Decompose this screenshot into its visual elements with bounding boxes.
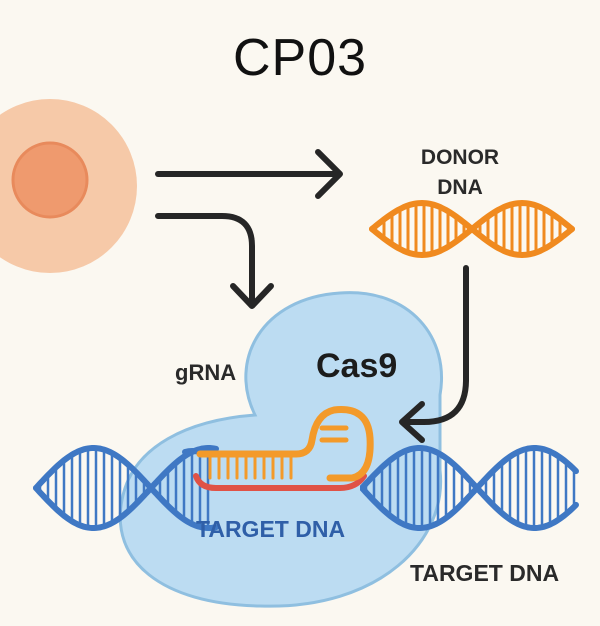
target-dna-left bbox=[33, 445, 219, 531]
donor-dna-label-line2: DNA bbox=[437, 176, 483, 199]
donor-dna-strand-b bbox=[369, 199, 575, 259]
target-dna-left-strand-b bbox=[33, 445, 219, 531]
cell-icon bbox=[0, 99, 137, 273]
donor-dna-label-line1: DONOR bbox=[420, 146, 500, 169]
target-dna-outer-label: TARGET DNA bbox=[410, 560, 560, 586]
arrow-right-icon bbox=[155, 149, 343, 199]
cell-nucleus bbox=[11, 141, 89, 219]
grna-base-ticks bbox=[208, 454, 293, 480]
cas9-label: Cas9 bbox=[316, 347, 398, 385]
page-title: CP03 bbox=[232, 29, 368, 87]
target-dna-inner-label: TARGET DNA bbox=[196, 516, 346, 542]
target-dna-right-strand-a bbox=[360, 445, 579, 531]
dna-helix-icon bbox=[369, 199, 575, 259]
arrow-to-donor-head bbox=[315, 149, 343, 199]
arrow-to-cas9-shaft bbox=[155, 213, 255, 305]
arrow-donor-head bbox=[399, 401, 425, 443]
arrow-down-icon bbox=[155, 213, 274, 309]
target-dna-right-base-pairs bbox=[364, 446, 576, 530]
grna-label: gRNA bbox=[175, 360, 237, 385]
cas9-protein-icon bbox=[118, 291, 443, 608]
arrow-donor-shaft bbox=[405, 265, 469, 425]
target-strand-highlight bbox=[193, 473, 367, 491]
arrow-to-cas9-head bbox=[230, 283, 274, 309]
target-dna-right bbox=[360, 445, 579, 531]
grna-molecule bbox=[196, 406, 374, 482]
grna-backbone bbox=[196, 406, 374, 482]
target-dna-right-strand-b bbox=[360, 445, 579, 531]
arrow-donor-to-cas9-icon bbox=[399, 265, 469, 443]
target-dna-left-strand-a bbox=[33, 445, 219, 531]
donor-dna-base-pairs bbox=[382, 201, 562, 257]
